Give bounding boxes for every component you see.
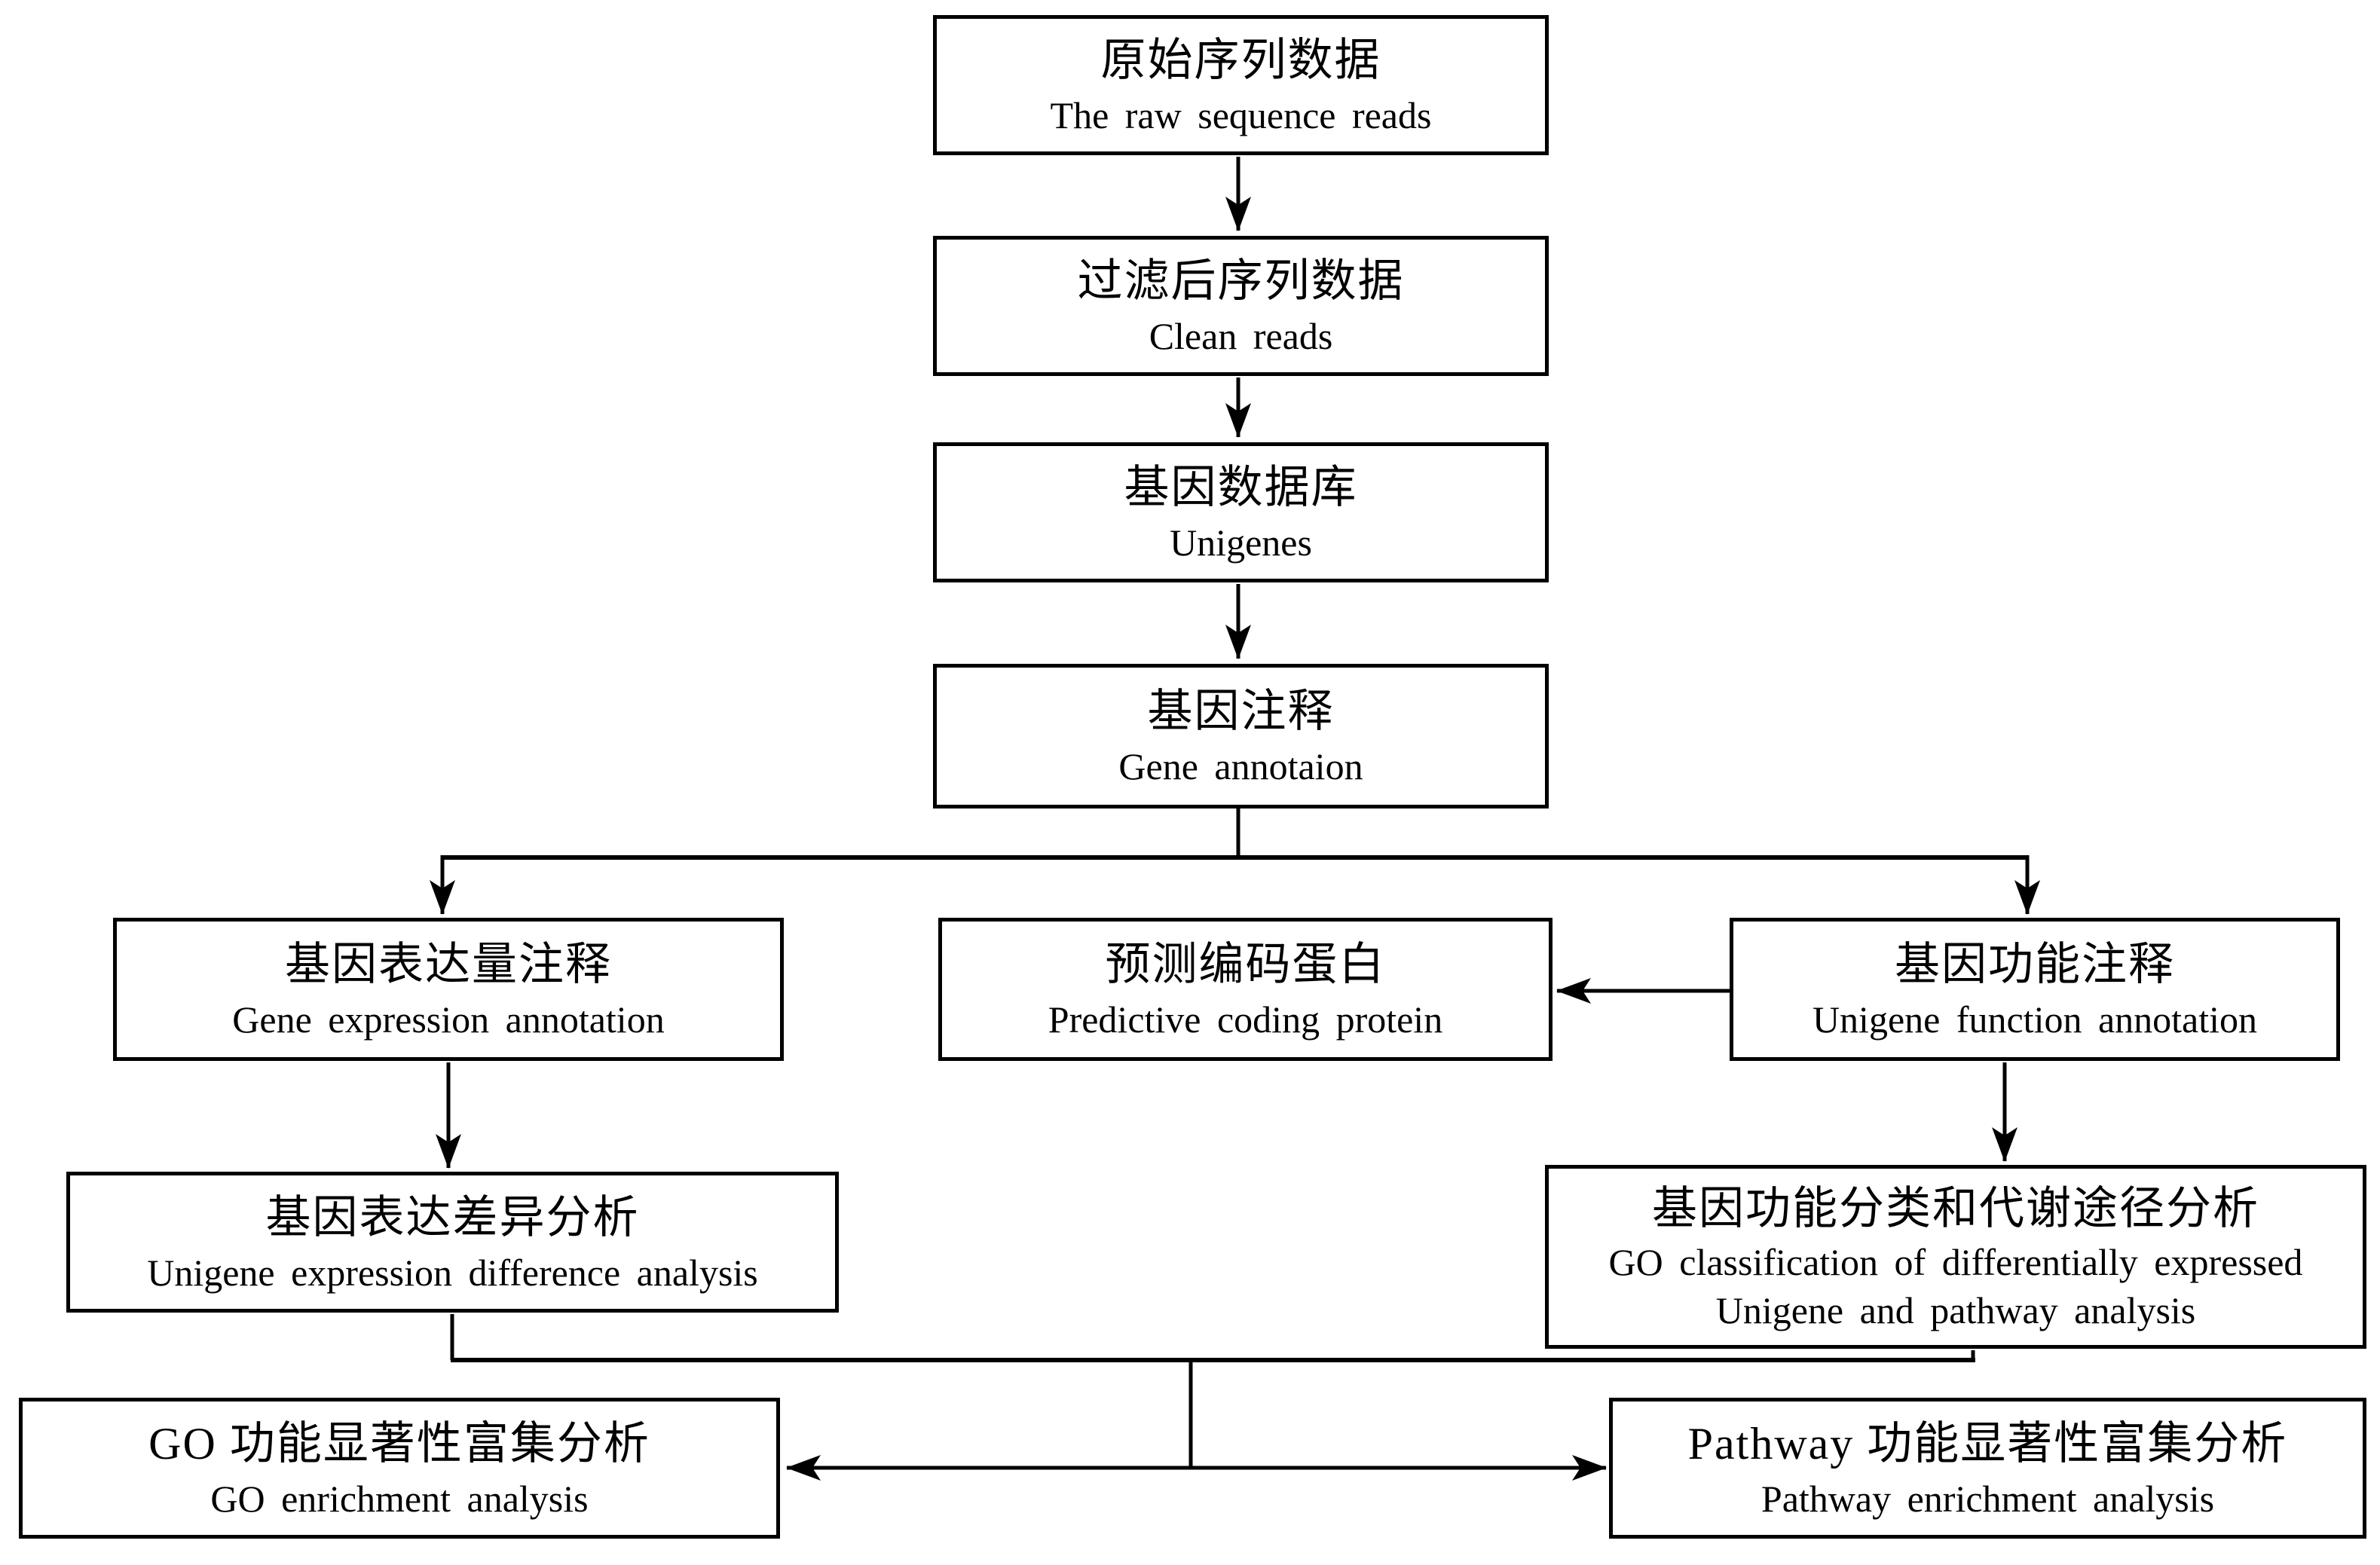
unigene-expression-difference-analysis-label-zh: 基因表达差异分析 — [265, 1192, 640, 1243]
flow-box-go-enrichment-analysis: GO 功能显著性富集分析 GO enrichment analysis — [19, 1398, 780, 1539]
flow-box-unigenes: 基因数据库 Unigenes — [933, 442, 1549, 582]
raw-reads-label-zh: 原始序列数据 — [1100, 35, 1381, 85]
unigenes-label-en: Unigenes — [1170, 521, 1312, 564]
go-enrichment-label-en: GO enrichment analysis — [210, 1477, 589, 1520]
go-classification-label-zh: 基因功能分类和代谢途径分析 — [1652, 1184, 2259, 1233]
flow-box-predictive-coding-protein: 预测编码蛋白 Predictive coding protein — [938, 918, 1553, 1061]
clean-reads-label-en: Clean reads — [1149, 315, 1333, 357]
flow-box-go-classification-pathway-analysis: 基因功能分类和代谢途径分析 GO classification of diffe… — [1545, 1165, 2366, 1349]
gene-expression-annotation-label-en: Gene expression annotation — [232, 998, 665, 1041]
flow-box-unigene-function-annotation: 基因功能注释 Unigene function annotation — [1730, 918, 2340, 1061]
clean-reads-label-zh: 过滤后序列数据 — [1077, 256, 1405, 306]
predictive-coding-protein-label-zh: 预测编码蛋白 — [1105, 940, 1386, 989]
raw-reads-label-en: The raw sequence reads — [1050, 94, 1432, 136]
unigene-expression-difference-analysis-label-en: Unigene expression difference analysis — [147, 1251, 758, 1294]
go-enrichment-label-zh: GO 功能显著性富集分析 — [148, 1418, 650, 1469]
unigene-function-annotation-label-zh: 基因功能注释 — [1895, 940, 2175, 989]
pathway-enrichment-label-zh: Pathway 功能显著性富集分析 — [1687, 1418, 2288, 1469]
predictive-coding-protein-label-en: Predictive coding protein — [1048, 998, 1443, 1041]
go-classification-label-en-line2: Unigene and pathway analysis — [1715, 1289, 2196, 1331]
flow-box-clean-reads: 过滤后序列数据 Clean reads — [933, 236, 1549, 376]
gene-annotation-label-en: Gene annotaion — [1118, 745, 1363, 787]
unigene-function-annotation-label-en: Unigene function annotation — [1812, 998, 2258, 1041]
flow-box-gene-annotation: 基因注释 Gene annotaion — [933, 664, 1549, 808]
unigenes-label-zh: 基因数据库 — [1124, 463, 1358, 512]
gene-expression-annotation-label-zh: 基因表达量注释 — [285, 940, 612, 989]
flow-box-raw-reads: 原始序列数据 The raw sequence reads — [933, 15, 1549, 155]
go-classification-label-en-line1: GO classification of differentially expr… — [1608, 1241, 2303, 1283]
flow-box-gene-expression-annotation: 基因表达量注释 Gene expression annotation — [113, 918, 784, 1061]
pathway-enrichment-label-en: Pathway enrichment analysis — [1761, 1477, 2215, 1520]
gene-annotation-label-zh: 基因注释 — [1147, 686, 1335, 736]
flow-box-pathway-enrichment-analysis: Pathway 功能显著性富集分析 Pathway enrichment ana… — [1609, 1398, 2366, 1539]
flow-box-unigene-expression-difference-analysis: 基因表达差异分析 Unigene expression difference a… — [66, 1172, 839, 1313]
